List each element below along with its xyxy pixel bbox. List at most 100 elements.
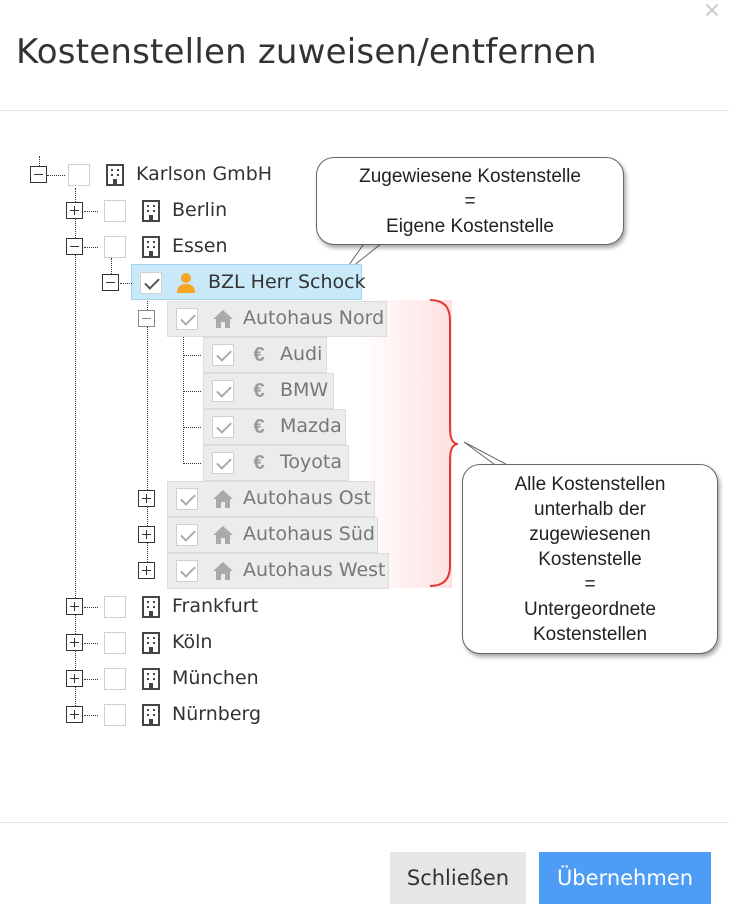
close-icon[interactable]: ×	[702, 0, 722, 23]
building-icon	[140, 703, 162, 727]
callout-text: =	[464, 190, 476, 212]
callout-text: =	[584, 573, 596, 595]
close-button[interactable]: Schließen	[390, 852, 526, 904]
building-icon	[140, 667, 162, 691]
checkbox[interactable]	[104, 704, 126, 726]
expand-toggle[interactable]	[138, 526, 155, 543]
tree-label[interactable]: Autohaus Ost	[243, 487, 372, 509]
collapse-toggle[interactable]	[102, 274, 119, 291]
callout-subordinate: Alle Kostenstellen unterhalb der zugewie…	[462, 464, 718, 654]
tree-label[interactable]: Autohaus Nord	[243, 307, 385, 329]
tree-label[interactable]: Köln	[172, 631, 213, 653]
checkbox[interactable]	[68, 164, 90, 186]
callout-text: unterhalb der	[534, 498, 646, 520]
checkbox[interactable]	[104, 200, 126, 222]
tree-label[interactable]: Mazda	[280, 415, 342, 437]
inherited-node	[167, 301, 387, 337]
checkbox[interactable]	[176, 560, 198, 582]
collapse-toggle[interactable]	[30, 166, 47, 183]
tree-line	[147, 296, 148, 572]
inherited-node	[167, 517, 378, 553]
selected-node[interactable]	[131, 264, 362, 300]
callout-text: Eigene Kostenstelle	[386, 215, 554, 237]
expand-toggle[interactable]	[66, 634, 83, 651]
tree-label[interactable]: Karlson GmbH	[136, 163, 273, 185]
callout-text: Alle Kostenstellen	[514, 473, 666, 495]
checkbox[interactable]	[140, 272, 162, 294]
euro-icon: €	[253, 343, 265, 366]
expand-toggle[interactable]	[66, 202, 83, 219]
tree-label[interactable]: Audi	[280, 343, 323, 365]
tree-line	[84, 211, 98, 212]
expand-toggle[interactable]	[66, 670, 83, 687]
euro-icon: €	[253, 379, 265, 402]
checkbox[interactable]	[212, 344, 234, 366]
checkbox[interactable]	[104, 236, 126, 258]
checkbox[interactable]	[212, 380, 234, 402]
checkbox[interactable]	[104, 668, 126, 690]
tree-line	[183, 391, 201, 392]
tree-label[interactable]: München	[172, 667, 259, 689]
tree-line	[39, 156, 40, 168]
tree-line	[47, 175, 65, 176]
checkbox[interactable]	[176, 488, 198, 510]
person-icon	[175, 271, 197, 295]
tree-line	[84, 679, 98, 680]
tree-label[interactable]: Toyota	[280, 451, 342, 473]
house-icon	[212, 523, 234, 547]
expand-toggle[interactable]	[66, 706, 83, 723]
callout-text: Kostenstellen	[532, 623, 648, 645]
house-icon	[212, 307, 234, 331]
callout-assigned: Zugewiesene Kostenstelle = Eigene Kosten…	[316, 157, 624, 245]
tree-line	[183, 330, 184, 462]
tree-line	[183, 427, 201, 428]
inherited-node	[203, 445, 349, 481]
tree-line	[111, 258, 112, 280]
footer-divider	[0, 822, 729, 823]
dialog-title: Kostenstellen zuweisen/entfernen	[16, 32, 597, 72]
tree-line	[183, 355, 201, 356]
apply-button[interactable]: Übernehmen	[539, 852, 711, 904]
house-icon	[212, 559, 234, 583]
building-icon	[140, 199, 162, 223]
tree-line	[84, 715, 98, 716]
tree-line	[84, 607, 98, 608]
expand-toggle[interactable]	[138, 490, 155, 507]
euro-icon: €	[253, 451, 265, 474]
building-icon	[140, 631, 162, 655]
inherited-node	[167, 553, 389, 589]
checkbox[interactable]	[104, 632, 126, 654]
checkbox[interactable]	[212, 416, 234, 438]
tree-label[interactable]: Berlin	[172, 199, 228, 221]
expand-toggle[interactable]	[138, 562, 155, 579]
euro-icon: €	[253, 415, 265, 438]
callout-text: Untergeordnete	[523, 598, 657, 620]
callout-text: zugewiesenen	[529, 523, 651, 545]
callout-text: Kostenstelle	[538, 548, 642, 570]
collapse-toggle[interactable]	[66, 238, 83, 255]
checkbox[interactable]	[176, 308, 198, 330]
red-brace	[429, 299, 459, 587]
expand-toggle[interactable]	[66, 598, 83, 615]
inherited-node	[167, 481, 375, 517]
tree-line	[120, 283, 132, 284]
building-icon	[140, 235, 162, 259]
tree-line	[183, 463, 201, 464]
tree-label[interactable]: Nürnberg	[172, 703, 262, 725]
tree-line	[75, 188, 76, 718]
tree-line	[84, 247, 98, 248]
tree-label[interactable]: Essen	[172, 235, 228, 257]
tree-label[interactable]: BZL Herr Schock	[208, 271, 366, 293]
header-divider	[0, 110, 729, 111]
tree-label[interactable]: Frankfurt	[172, 595, 259, 617]
checkbox[interactable]	[176, 524, 198, 546]
checkbox[interactable]	[212, 452, 234, 474]
building-icon	[104, 163, 126, 187]
callout-text: Zugewiesene Kostenstelle	[359, 165, 581, 187]
checkbox[interactable]	[104, 596, 126, 618]
collapse-toggle[interactable]	[138, 310, 155, 327]
tree-label[interactable]: BMW	[280, 379, 329, 401]
tree-label[interactable]: Autohaus West	[243, 559, 386, 581]
tree-label[interactable]: Autohaus Süd	[243, 523, 375, 545]
building-icon	[140, 595, 162, 619]
